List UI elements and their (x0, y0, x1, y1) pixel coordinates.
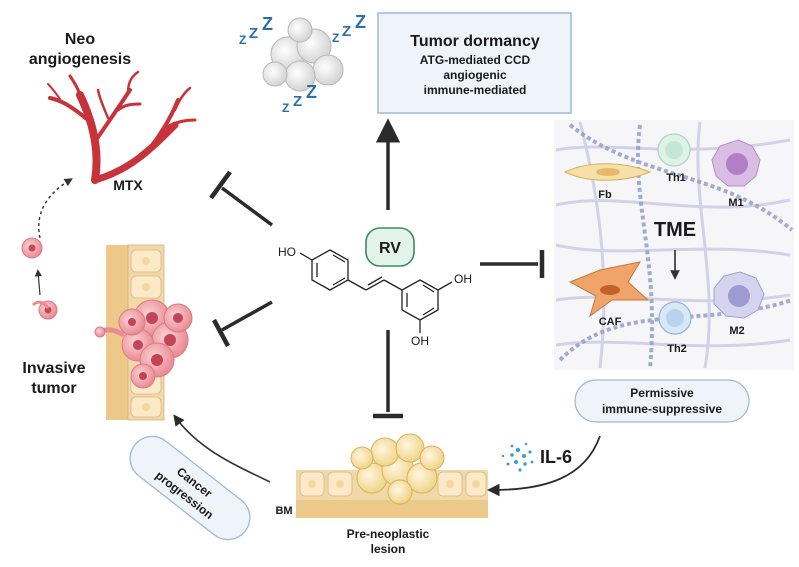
permissive-line1: Permissive (630, 386, 694, 400)
detached-tumor-cells (21, 237, 58, 320)
tumor-dormancy-box: Tumor dormancy ATG-mediated CCD angiogen… (377, 12, 572, 114)
oh-right-label: OH (454, 272, 472, 286)
lesion-cell-cluster (350, 433, 445, 505)
th1-label: Th1 (666, 172, 686, 184)
svg-text:Z: Z (332, 31, 339, 45)
rv-label: RV (379, 240, 401, 257)
il6-label: IL-6 (540, 447, 572, 467)
invasive-label-line2: tumor (31, 380, 76, 397)
fibroblast-cell (563, 163, 652, 181)
svg-text:Z: Z (249, 25, 258, 42)
svg-text:Z: Z (282, 101, 289, 115)
svg-text:Z: Z (262, 14, 273, 34)
resveratrol-structure (299, 249, 453, 333)
permissive-pill: Permissive immune-suppressive (574, 379, 750, 423)
caf-label: CAF (599, 316, 622, 328)
il6-particles-icon (501, 442, 534, 472)
m2-label: M2 (729, 325, 744, 337)
inhibitor-invasive (212, 300, 273, 348)
fb-label: Fb (598, 189, 612, 201)
il6-arrow (486, 435, 601, 497)
cancer-progression-pill: Cancer progression (129, 435, 251, 541)
oh-bottom-label: OH (411, 334, 429, 348)
svg-text:Z: Z (306, 82, 317, 102)
th2-cell (658, 301, 692, 335)
preneoplastic-lesion (296, 433, 488, 518)
rv-badge: RV (365, 227, 415, 267)
svg-text:Z: Z (293, 93, 302, 110)
caf-cell (568, 261, 650, 318)
m1-label: M1 (728, 197, 743, 209)
mtx-label: MTX (113, 177, 143, 193)
svg-text:Z: Z (239, 33, 246, 47)
small-arrow-1 (34, 269, 42, 296)
inhibitor-tme (480, 250, 545, 278)
preneo-label-line2: lesion (371, 542, 406, 556)
dormancy-line2: angiogenic (443, 68, 507, 82)
th1-cell (657, 133, 691, 167)
neo-label-line1: Neo (65, 31, 95, 48)
sleep-z-icons: Z Z Z Z Z Z Z Z Z (239, 12, 366, 115)
tme-panel (554, 120, 794, 370)
svg-text:Z: Z (355, 12, 366, 32)
invasive-label-line1: Invasive (22, 360, 85, 377)
neo-label-line2: angiogenesis (29, 51, 131, 68)
dotted-arrow (38, 178, 73, 239)
th2-label: Th2 (667, 343, 687, 355)
invasive-tissue (94, 244, 193, 421)
bm-label: BM (275, 505, 292, 517)
inhibitor-mtx (209, 170, 274, 227)
progression-arrow (173, 414, 271, 483)
m2-cell (713, 271, 765, 319)
ho-label: HO (278, 245, 296, 259)
tme-label: TME (654, 219, 696, 241)
dormancy-line3: immune-mediated (424, 83, 527, 97)
dormant-cell-cluster (262, 17, 344, 92)
permissive-line2: immune-suppressive (602, 402, 722, 416)
blood-vessel-icon (47, 70, 197, 184)
preneo-label-line1: Pre-neoplastic (347, 527, 430, 541)
inhibitor-lesion (373, 330, 403, 419)
m1-cell (711, 139, 761, 187)
svg-text:Z: Z (342, 23, 351, 40)
dormancy-title: Tumor dormancy (410, 33, 540, 50)
dormancy-line1: ATG-mediated CCD (420, 53, 531, 67)
